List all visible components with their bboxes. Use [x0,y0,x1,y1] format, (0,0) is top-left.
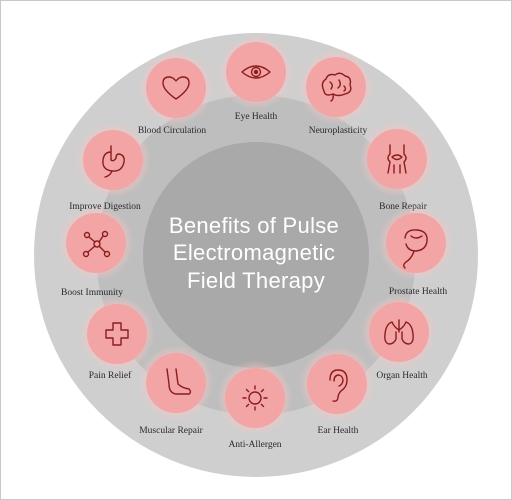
center-circle [143,142,369,368]
node-eye-health: Eye Health [218,34,294,122]
medical-cross-icon [105,322,129,346]
node-prostate-health: Prostate Health [378,205,454,297]
node-boost-immunity: Boost Immunity [58,205,134,298]
eye-icon [241,65,271,79]
node-anti-allergen: Anti-Allergen [217,360,293,450]
ear-icon [329,369,348,402]
node-label: Bone Repair [379,202,428,212]
lungs-icon [384,319,414,345]
allergen-sun-icon [242,385,268,411]
node-label: Ear Health [318,426,359,436]
node-blood-circulation: Blood Circulation [138,50,214,136]
brain-icon [321,72,352,102]
node-muscular-repair: Muscular Repair [138,345,214,436]
diagram-title: Benefits of Pulse Electromagnetic Field … [169,213,343,293]
node-improve-digestion: Improve Digestion [69,122,151,212]
title-line-1: Benefits of Pulse [169,213,339,238]
node-neuroplasticity: Neuroplasticity [298,49,374,136]
knee-joint-icon [387,144,407,174]
molecule-icon [82,230,111,258]
prostate-icon [403,229,428,269]
node-label: Prostate Health [389,287,448,297]
node-label: Pain Relief [89,370,132,381]
node-label: Blood Circulation [138,126,207,136]
node-ear-health: Ear Health [299,346,375,436]
node-bone-repair: Bone Repair [359,121,435,212]
stomach-icon [102,145,125,178]
node-organ-health: Organ Health [361,294,437,381]
node-label: Neuroplasticity [309,126,368,136]
node-pain-relief: Pain Relief [79,296,155,381]
title-line-2: Electromagnetic [173,240,335,265]
title-line-3: Field Therapy [187,268,325,293]
heart-icon [162,76,190,100]
node-label: Boost Immunity [61,288,123,298]
node-label: Organ Health [376,371,428,381]
node-label: Anti-Allergen [228,440,281,450]
foot-icon [166,368,192,395]
node-label: Eye Health [235,112,278,122]
node-label: Improve Digestion [69,202,141,212]
node-label: Muscular Repair [139,426,203,436]
